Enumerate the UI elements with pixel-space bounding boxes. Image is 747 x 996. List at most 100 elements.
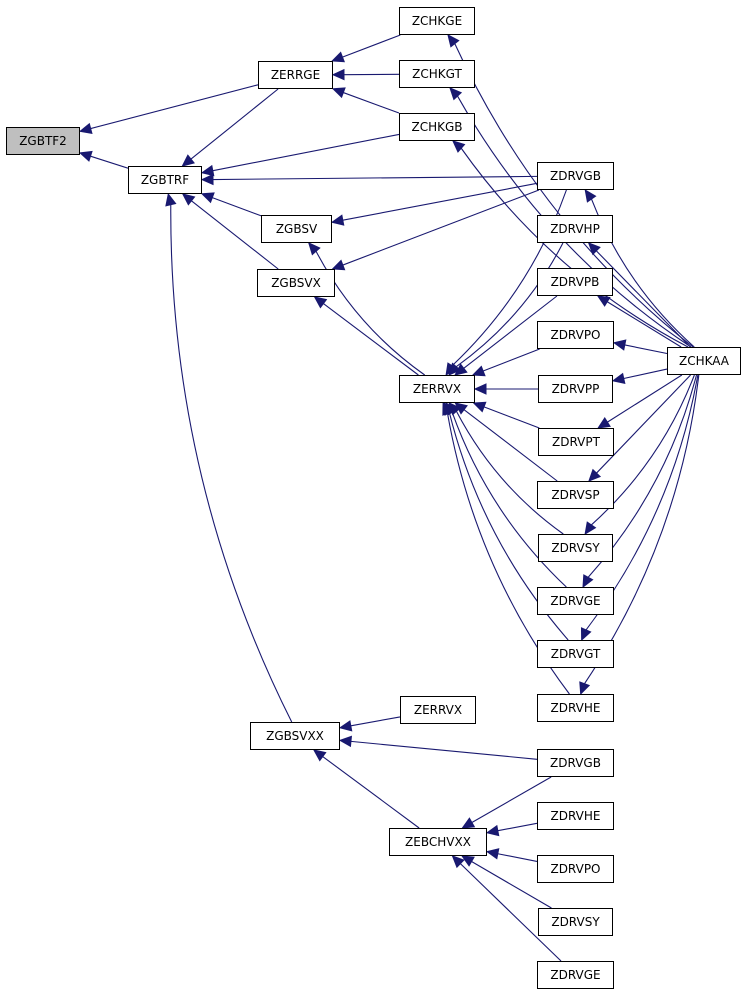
edge-n17-n10 xyxy=(455,411,564,535)
edge-n18-n10 xyxy=(451,412,567,588)
node-zdrvhp[interactable]: ZDRVHP xyxy=(537,215,613,243)
arrowhead-icon xyxy=(331,259,346,271)
arrowhead-icon xyxy=(597,416,611,429)
edge-n1-n2 xyxy=(190,88,279,160)
arrowhead-icon xyxy=(611,372,626,385)
edge-n5-n2 xyxy=(212,133,400,172)
arrowhead-icon xyxy=(473,383,487,395)
edge-n6-n16 xyxy=(596,374,691,474)
arrowhead-icon xyxy=(330,214,345,226)
edge-n10-n9 xyxy=(323,303,419,376)
edge-n5-n1 xyxy=(343,92,400,114)
edge-n7-n10 xyxy=(451,189,567,367)
arrowhead-icon xyxy=(449,87,463,101)
node-zdrvge[interactable]: ZDRVGE xyxy=(537,587,614,615)
node-zdrvpt[interactable]: ZDRVPT xyxy=(538,428,614,456)
arrowhead-icon xyxy=(485,824,500,837)
node-zdrvpb[interactable]: ZDRVPB xyxy=(537,268,613,296)
node-zebchvxx[interactable]: ZEBCHVXX xyxy=(389,828,487,856)
arrowhead-icon xyxy=(313,296,328,309)
arrowhead-icon xyxy=(307,242,321,256)
edge-n7-n8 xyxy=(342,182,538,221)
edge-n6-n17 xyxy=(590,374,695,526)
edge-n2-n0 xyxy=(90,155,129,169)
arrowhead-icon xyxy=(200,164,215,177)
arrowhead-icon xyxy=(471,365,486,377)
node-zerrvx[interactable]: ZERRVX xyxy=(399,375,475,403)
edge-n23-n21 xyxy=(350,740,538,760)
node-zdrvhe[interactable]: ZDRVHE xyxy=(537,694,614,722)
edge-n27-n24 xyxy=(471,861,552,909)
node-zdrvgb[interactable]: ZDRVGB xyxy=(537,749,614,777)
arrowhead-icon xyxy=(448,362,461,376)
node-zdrvhe[interactable]: ZDRVHE xyxy=(537,802,614,830)
edge-n24-n21 xyxy=(322,756,420,829)
edge-n3-n1 xyxy=(342,34,401,58)
node-zdrvpo[interactable]: ZDRVPO xyxy=(537,321,614,349)
edge-n12-n10 xyxy=(463,295,558,369)
arrowhead-icon xyxy=(580,627,592,642)
arrowhead-icon xyxy=(584,521,597,535)
edge-n10-n8 xyxy=(315,251,426,376)
arrowhead-icon xyxy=(582,574,594,589)
edge-n22-n21 xyxy=(350,716,401,727)
edge-n6-n3 xyxy=(454,43,694,348)
edge-n1-n0 xyxy=(90,84,259,130)
edge-n6-n15 xyxy=(607,374,683,423)
edge-n6-n13 xyxy=(624,344,668,355)
arrowhead-icon xyxy=(588,468,602,482)
arrowhead-icon xyxy=(165,192,177,207)
node-zchkgt[interactable]: ZCHKGT xyxy=(399,60,475,88)
edge-n26-n24 xyxy=(497,853,538,862)
node-zdrvsy[interactable]: ZDRVSY xyxy=(538,534,613,562)
arrowhead-icon xyxy=(78,150,93,162)
arrowhead-icon xyxy=(331,87,346,99)
edge-n23-n24 xyxy=(471,776,552,823)
node-zgbtf2[interactable]: ZGBTF2 xyxy=(6,127,80,155)
node-zdrvgb[interactable]: ZDRVGB xyxy=(537,162,614,190)
arrowhead-icon xyxy=(338,735,353,748)
arrowhead-icon xyxy=(338,720,353,732)
edge-n6-n11 xyxy=(595,250,691,348)
arrowhead-icon xyxy=(612,339,627,351)
node-zgbsv[interactable]: ZGBSV xyxy=(261,215,332,243)
edge-n25-n24 xyxy=(497,822,538,832)
node-zerrvx[interactable]: ZERRVX xyxy=(400,696,476,724)
node-zdrvge[interactable]: ZDRVGE xyxy=(537,961,614,989)
node-zdrvgt[interactable]: ZDRVGT xyxy=(537,640,614,668)
edge-n6-n14 xyxy=(623,368,668,380)
edge-n8-n2 xyxy=(212,197,262,217)
node-zchkaa[interactable]: ZCHKAA xyxy=(667,347,741,375)
edge-n21-n2 xyxy=(170,204,293,723)
edge-n13-n10 xyxy=(482,348,540,372)
arrowhead-icon xyxy=(78,122,93,135)
edge-n7-n9 xyxy=(342,189,540,266)
edge-n6-n5 xyxy=(460,147,689,348)
node-zgbsvxx[interactable]: ZGBSVXX xyxy=(250,722,340,750)
node-zdrvpp[interactable]: ZDRVPP xyxy=(538,375,613,403)
node-zdrvsy[interactable]: ZDRVSY xyxy=(538,908,613,936)
edge-n6-n12 xyxy=(606,301,682,348)
node-zdrvpo[interactable]: ZDRVPO xyxy=(537,855,614,883)
node-zgbsvx[interactable]: ZGBSVX xyxy=(257,269,335,297)
edge-n7-n2 xyxy=(212,175,538,181)
arrowhead-icon xyxy=(451,855,465,869)
arrowhead-icon xyxy=(587,242,601,256)
arrowhead-icon xyxy=(452,140,466,153)
node-zchkgb[interactable]: ZCHKGB xyxy=(399,113,475,141)
edge-n11-n10 xyxy=(455,242,564,368)
arrowhead-icon xyxy=(331,68,345,81)
node-zdrvsp[interactable]: ZDRVSP xyxy=(537,481,614,509)
edge-n28-n24 xyxy=(459,863,562,962)
arrowhead-icon xyxy=(461,855,475,867)
arrowhead-icon xyxy=(331,51,345,63)
arrowhead-icon xyxy=(596,295,611,307)
node-zerrge[interactable]: ZERRGE xyxy=(258,61,333,89)
arrowhead-icon xyxy=(485,848,500,860)
arrowhead-icon xyxy=(461,817,476,829)
node-zgbtrf[interactable]: ZGBTRF xyxy=(128,166,202,194)
arrowhead-icon xyxy=(181,193,196,206)
arrowhead-icon xyxy=(472,401,487,413)
node-zchkge[interactable]: ZCHKGE xyxy=(399,7,475,35)
